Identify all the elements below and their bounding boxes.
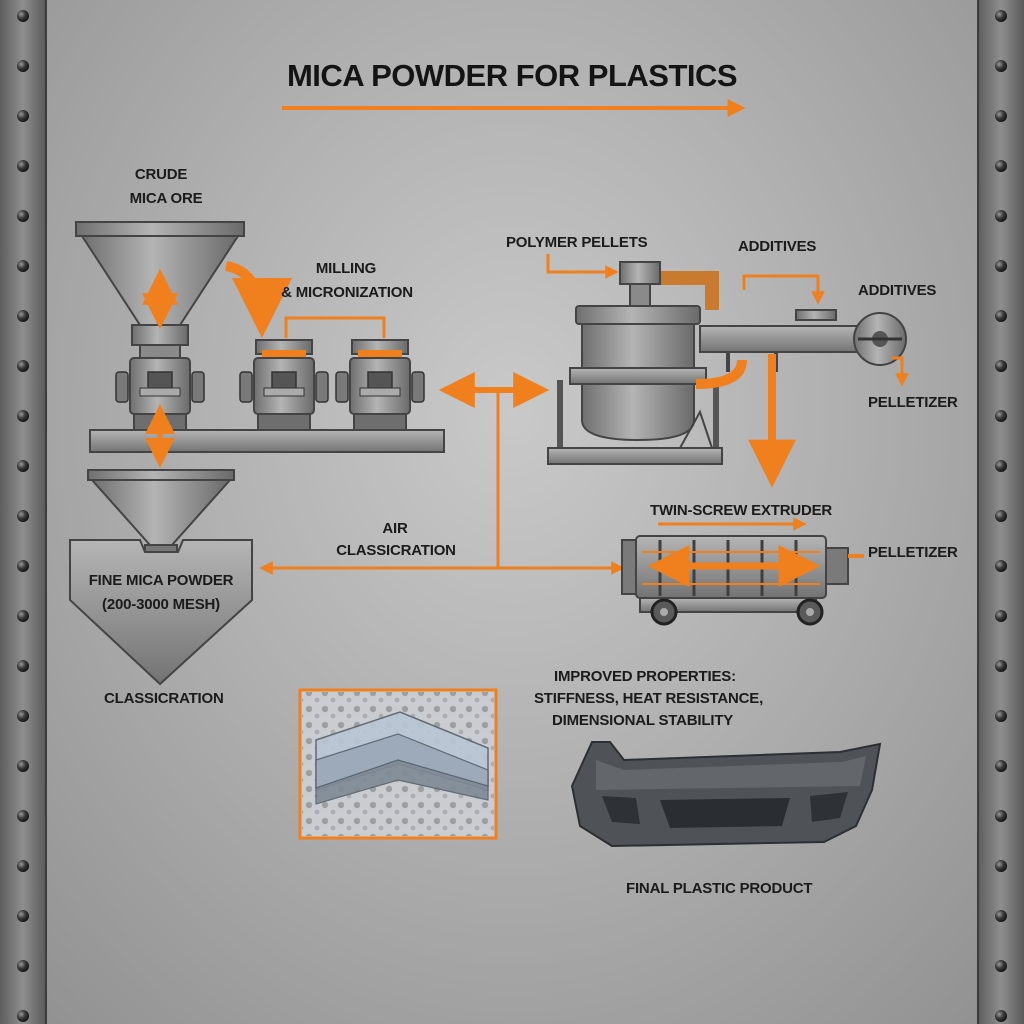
rivet bbox=[17, 460, 29, 472]
rivet bbox=[995, 10, 1007, 22]
bumper-product bbox=[570, 741, 882, 848]
rivet bbox=[17, 610, 29, 622]
twin-screw-extruder bbox=[621, 535, 849, 626]
rivet bbox=[995, 660, 1007, 672]
rivet bbox=[995, 510, 1007, 522]
milling-label-line2: & MICRONIZATION bbox=[281, 284, 413, 301]
milling-bracket bbox=[284, 316, 386, 338]
rivet bbox=[17, 360, 29, 372]
rivet bbox=[995, 560, 1007, 572]
rivet bbox=[995, 460, 1007, 472]
crude-ore-label-line2: MICA ORE bbox=[129, 190, 203, 207]
rivet bbox=[17, 760, 29, 772]
improved-properties-line2: STIFFNESS, HEAT RESISTANCE, bbox=[534, 690, 764, 707]
rivet bbox=[17, 510, 29, 522]
rivet bbox=[995, 710, 1007, 722]
rivet bbox=[995, 60, 1007, 72]
rivet bbox=[17, 960, 29, 972]
rivet bbox=[995, 110, 1007, 122]
rivet bbox=[17, 910, 29, 922]
rivet bbox=[17, 560, 29, 572]
rivet bbox=[995, 810, 1007, 822]
rivet bbox=[17, 710, 29, 722]
rivet bbox=[995, 210, 1007, 222]
rivet bbox=[995, 360, 1007, 372]
rivet bbox=[17, 310, 29, 322]
rivet bbox=[995, 310, 1007, 322]
feeder-arm bbox=[699, 309, 907, 372]
twin-screw-label: TWIN-SCREW EXTRUDER bbox=[650, 502, 833, 519]
mill-units bbox=[115, 339, 425, 431]
microstructure-inset bbox=[298, 688, 498, 840]
pelletizer-arrow-1 bbox=[892, 356, 909, 387]
final-product-label: FINAL PLASTIC PRODUCT bbox=[626, 880, 813, 897]
rivet bbox=[995, 610, 1007, 622]
rivet bbox=[17, 810, 29, 822]
rivet bbox=[17, 160, 29, 172]
rivet bbox=[995, 260, 1007, 272]
rivet bbox=[17, 1010, 29, 1022]
powder-hopper bbox=[69, 469, 253, 686]
mill-unit bbox=[239, 339, 329, 431]
additives-arrow bbox=[742, 274, 825, 305]
rivets bbox=[17, 10, 1007, 1022]
mill-unit bbox=[335, 339, 425, 431]
additives-label-1: ADDITIVES bbox=[738, 238, 817, 255]
pelletizer-label-1: PELLETIZER bbox=[868, 394, 958, 411]
fine-powder-label-line2: (200-3000 MESH) bbox=[102, 596, 220, 613]
polymer-pellets-label: POLYMER PELLETS bbox=[506, 234, 648, 251]
milling-label-line1: MILLING bbox=[315, 260, 377, 277]
polymer-pellets-arrow bbox=[546, 254, 619, 279]
rivet bbox=[17, 110, 29, 122]
rivet bbox=[995, 1010, 1007, 1022]
air-class-label-line2: CLASSICRATION bbox=[336, 542, 456, 559]
classicration-label: CLASSICRATION bbox=[104, 690, 224, 707]
improved-properties-line1: IMPROVED PROPERTIES: bbox=[554, 668, 736, 685]
ore-to-mill-arrow bbox=[224, 261, 292, 338]
rivet bbox=[995, 160, 1007, 172]
air-class-label-line1: AIR bbox=[382, 520, 408, 537]
rivet bbox=[17, 860, 29, 872]
rivet bbox=[995, 760, 1007, 772]
rivet bbox=[17, 210, 29, 222]
pelletizer-label-2: PELLETIZER bbox=[868, 544, 958, 561]
fine-powder-label-line1: FINE MICA POWDER bbox=[88, 572, 234, 589]
rivet bbox=[995, 860, 1007, 872]
mixer-vessel bbox=[547, 261, 747, 465]
rivet bbox=[995, 960, 1007, 972]
additives-label-2: ADDITIVES bbox=[858, 282, 937, 299]
mill-base bbox=[89, 429, 445, 453]
rivet bbox=[17, 260, 29, 272]
rivet bbox=[17, 60, 29, 72]
rivet bbox=[995, 910, 1007, 922]
page-title: MICA POWDER FOR PLASTICS bbox=[286, 58, 738, 93]
rivet bbox=[17, 410, 29, 422]
rivet bbox=[17, 10, 29, 22]
crude-ore-label-line1: CRUDE bbox=[134, 166, 188, 183]
rivet bbox=[17, 660, 29, 672]
rivet bbox=[995, 410, 1007, 422]
improved-properties-line3: DIMENSIONAL STABILITY bbox=[552, 712, 734, 729]
